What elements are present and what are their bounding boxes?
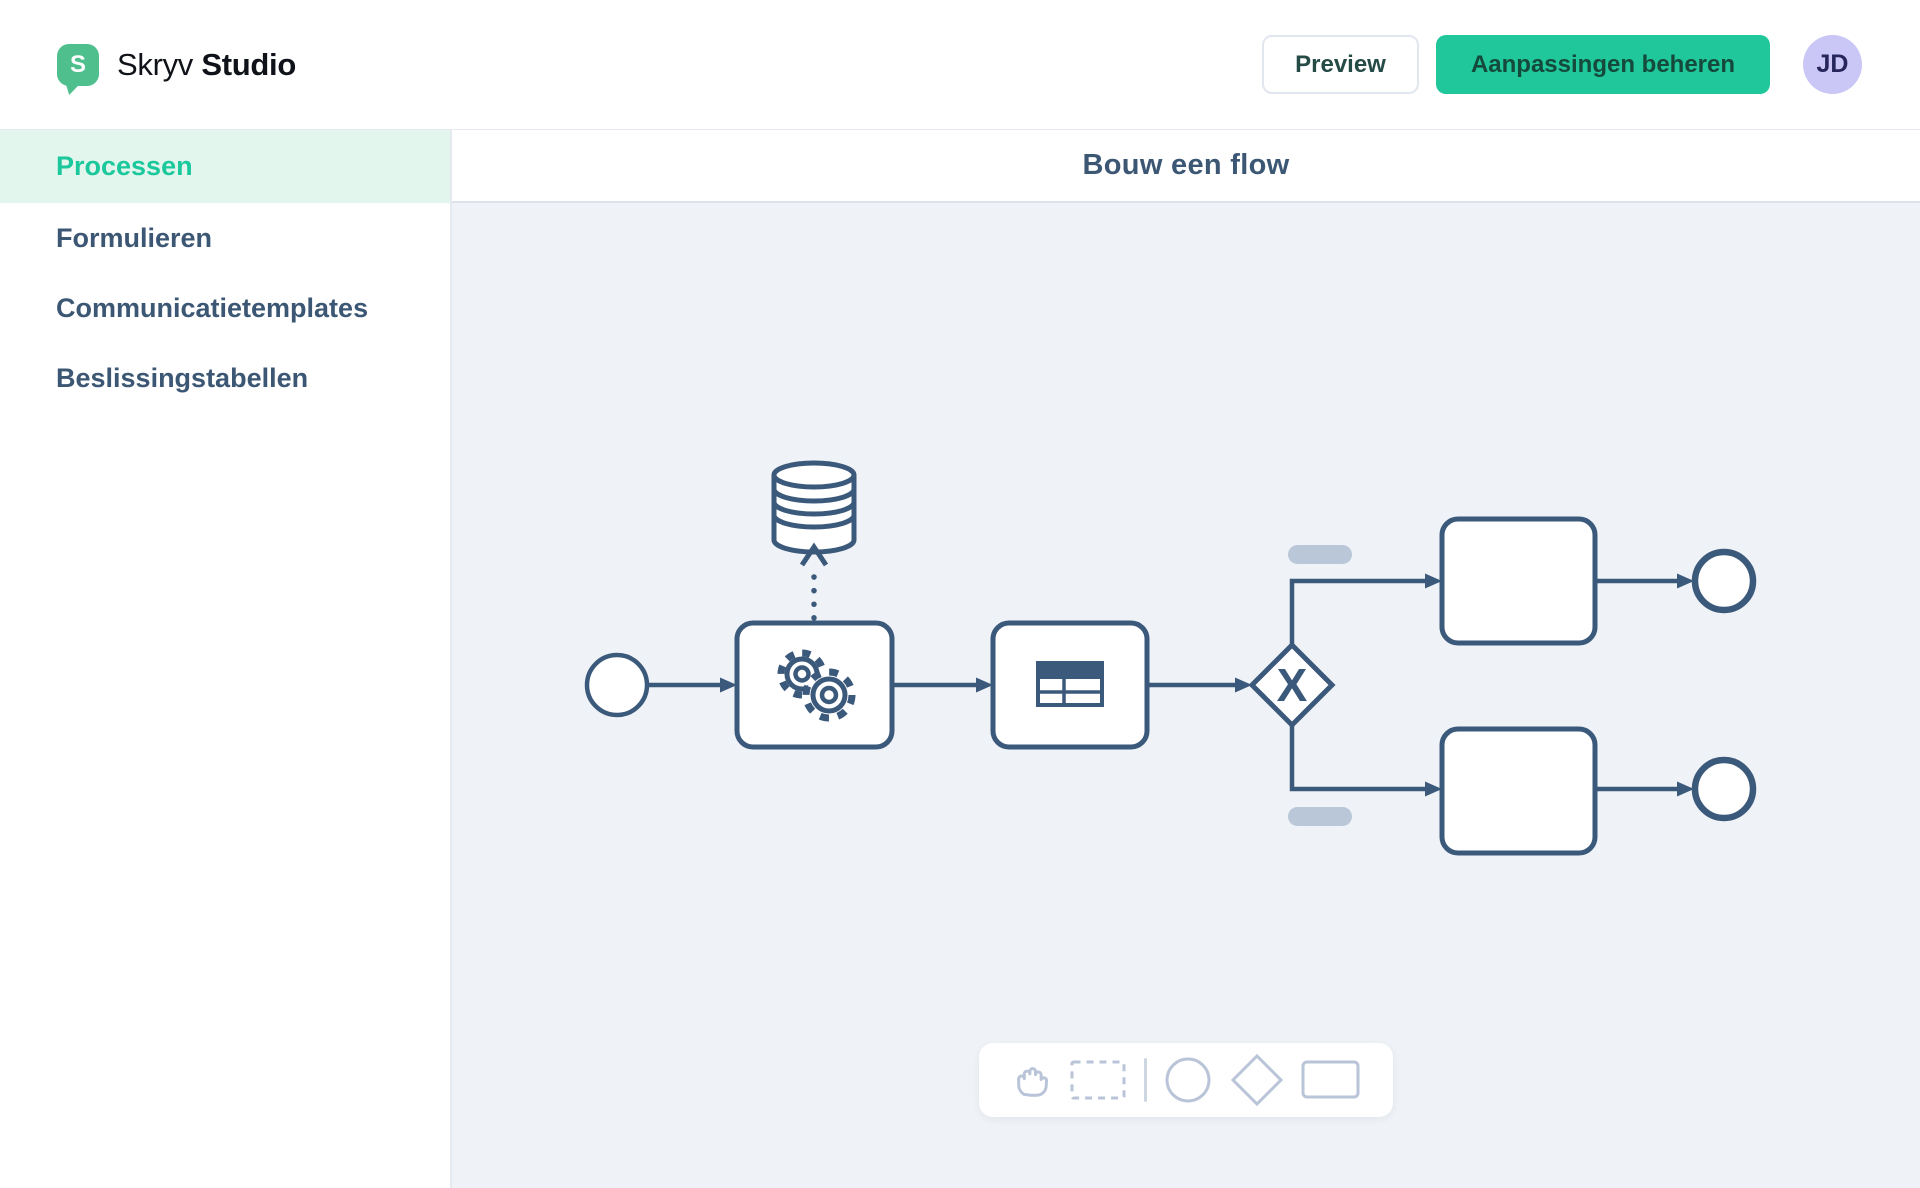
edge-service-to-datastore-dotted[interactable] [802,547,826,619]
end-event-bottom-node[interactable] [1695,760,1753,818]
header-actions: Preview Aanpassingen beheren JD [1262,35,1862,94]
top-task-node[interactable] [1442,519,1595,643]
palette-separator [1144,1058,1147,1102]
flow-canvas[interactable]: X [452,203,1920,1188]
sidebar-item-beslissingstabellen[interactable]: Beslissingstabellen [0,343,450,413]
brand-first: Skryv [117,47,193,82]
end-event-top-node[interactable] [1695,552,1753,610]
gateway-x-marker: X [1277,659,1308,711]
table-icon [1037,662,1103,705]
edge-gateway-to-bottom-task[interactable] [1292,725,1442,797]
create-gateway-tool[interactable] [1230,1053,1284,1107]
page-title: Bouw een flow [1083,149,1290,182]
bottom-task-node[interactable] [1442,729,1595,853]
label-placeholder-bottom [1288,807,1352,826]
hand-tool[interactable] [1011,1059,1053,1101]
edge-table-to-gateway[interactable] [1147,678,1252,693]
sidebar-item-formulieren[interactable]: Formulieren [0,203,450,273]
exclusive-gateway-node[interactable]: X [1252,645,1332,725]
bpmn-diagram: X [452,203,1920,1188]
page-title-bar: Bouw een flow [452,130,1920,203]
edge-bottom-task-to-end[interactable] [1595,782,1694,797]
create-event-tool[interactable] [1164,1056,1212,1104]
table-task-node[interactable] [993,623,1147,747]
edge-top-task-to-end[interactable] [1595,574,1694,589]
brand-name: Skryv Studio [117,47,296,83]
create-task-tool[interactable] [1301,1059,1361,1101]
lasso-select-tool[interactable] [1070,1059,1126,1101]
main-panel: Bouw een flow [452,130,1920,1188]
start-event-node[interactable] [587,655,647,715]
app-header: S Skryv Studio Preview Aanpassingen behe… [0,0,1920,130]
preview-button[interactable]: Preview [1262,35,1419,94]
brand-second: Studio [201,47,296,82]
sidebar-item-processen[interactable]: Processen [0,130,450,203]
sidebar: Processen Formulieren Communicatietempla… [0,130,452,1188]
user-avatar[interactable]: JD [1803,35,1862,94]
data-store-node[interactable] [774,463,854,552]
logo-letter: S [70,51,86,79]
sidebar-item-communicatietemplates[interactable]: Communicatietemplates [0,273,450,343]
manage-changes-button[interactable]: Aanpassingen beheren [1436,35,1770,94]
brand: S Skryv Studio [57,44,296,86]
service-task-node[interactable] [737,623,892,747]
edge-gateway-to-top-task[interactable] [1292,574,1442,646]
edge-start-to-service[interactable] [647,678,737,693]
label-placeholder-top [1288,545,1352,564]
skryv-logo-icon: S [57,44,99,86]
canvas-palette [979,1043,1393,1117]
edge-service-to-table[interactable] [892,678,993,693]
